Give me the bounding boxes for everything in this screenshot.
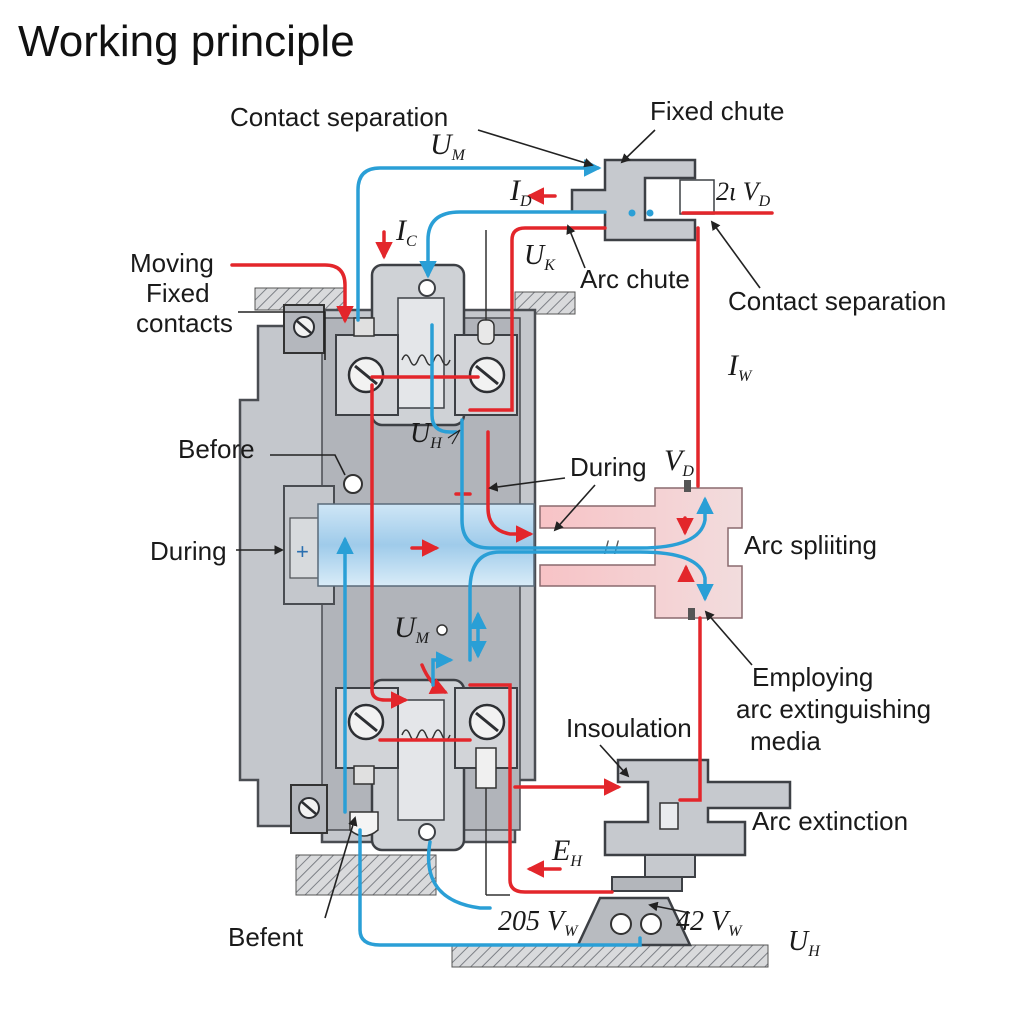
- label-arc-splitting: Arc spliiting: [744, 530, 877, 560]
- upper-pivot: [418, 279, 436, 297]
- upper-terminal-nut: [353, 317, 375, 337]
- lower-spring: [401, 729, 451, 741]
- befent-cup: [349, 811, 379, 837]
- label-contacts: contacts: [136, 308, 233, 338]
- ground-hatch-bottom: [451, 944, 769, 968]
- label-fixed: Fixed: [146, 278, 210, 308]
- upper-spring: [401, 354, 451, 366]
- label-before: Before: [178, 434, 255, 464]
- screw-icon: [347, 356, 385, 394]
- shaft: [317, 503, 535, 587]
- label-arc-chute: Arc chute: [580, 264, 690, 294]
- arc-extinction-cap: [611, 876, 683, 892]
- leader-lines: [236, 129, 761, 919]
- screw-icon: [298, 797, 320, 819]
- page-title: Working principle: [18, 17, 355, 66]
- symbol-uh-bottom: UH: [788, 926, 821, 960]
- label-arc-extinguishing: arc extinguishing: [736, 694, 931, 724]
- label-during-left: During: [150, 536, 227, 566]
- upper-contact-slot: [397, 297, 445, 409]
- lower-probe: [475, 747, 497, 789]
- fixed-chute: [570, 158, 697, 242]
- red-path-moving-in: [230, 263, 354, 324]
- label-contact-separation-right: Contact separation: [728, 286, 946, 316]
- ground-hatch-bottom-left: [295, 854, 437, 896]
- before-indicator: [343, 474, 363, 494]
- screw-icon: [468, 356, 506, 394]
- blue-path-lower-arc: [426, 840, 492, 910]
- red-path-lower-right: [468, 683, 614, 894]
- arc-marker-top: [684, 480, 691, 492]
- symbol-um-mid: UM: [394, 611, 431, 647]
- lower-terminal-nut: [353, 765, 375, 785]
- label-befent: Befent: [228, 922, 304, 952]
- label-media: media: [750, 726, 821, 756]
- current-paths: [230, 187, 774, 894]
- shaft-mount-inner: [289, 517, 321, 579]
- label-insulation: Insoulation: [566, 713, 692, 743]
- red-path-upper-right: [468, 226, 607, 412]
- red-path-during: [486, 430, 534, 543]
- label-fixed-chute: Fixed chute: [650, 96, 784, 126]
- symbol-uh-mid: UH: [410, 418, 443, 452]
- red-path-left-down: [370, 383, 409, 709]
- chute-dot-left: [628, 209, 636, 217]
- screw-icon: [347, 703, 385, 741]
- symbol-205vw: 205 VW: [498, 906, 579, 940]
- blue-path-upper-center: [430, 323, 458, 434]
- blue-path-bottom: [358, 828, 642, 947]
- um-mid-indicator: [436, 624, 448, 636]
- arc-extinction-slot: [659, 802, 679, 830]
- base-mount: [576, 896, 692, 947]
- arc-extinction-stem: [644, 854, 696, 878]
- arc-extinction-block: [603, 758, 792, 857]
- symbol-two-vd: 2ι VD: [716, 177, 771, 210]
- base-hole-right: [640, 913, 662, 935]
- upper-probe: [477, 319, 495, 345]
- symbol-uk: UK: [524, 240, 556, 274]
- fixed-chute-contact: [679, 179, 715, 215]
- screw-icon: [293, 316, 315, 338]
- blue-path-main: [460, 418, 714, 550]
- blue-path-chute-loop: [419, 210, 607, 279]
- symbol-id: ID: [509, 174, 532, 210]
- lower-contact-slot: [397, 699, 445, 821]
- screw-icon: [468, 703, 506, 741]
- blue-path-um-mid: [431, 651, 454, 687]
- label-contact-separation-top: Contact separation: [230, 102, 448, 132]
- blue-path-um-top: [356, 159, 602, 322]
- label-arc-extinction: Arc extinction: [752, 806, 908, 836]
- symbol-iw: IW: [727, 349, 753, 385]
- ground-hatch-top-right: [514, 291, 576, 315]
- red-path-right-vertical-lower: [678, 616, 702, 802]
- symbol-42vw: 42 VW: [676, 906, 743, 940]
- symbol-ic: IC: [395, 214, 417, 250]
- symbol-eh: EH: [551, 834, 583, 870]
- flow-paths: [336, 159, 714, 947]
- label-employing: Employing: [752, 662, 873, 692]
- blue-path-main-lower: [468, 550, 714, 662]
- label-during-center: During: [570, 452, 647, 482]
- base-hole-left: [610, 913, 632, 935]
- arc-marker-bottom: [688, 608, 695, 620]
- plus-icon: +: [296, 539, 309, 564]
- symbol-vd: VD: [664, 444, 694, 480]
- chute-dot-right: [646, 209, 654, 217]
- lower-pivot: [418, 823, 436, 841]
- label-moving: Moving: [130, 248, 214, 278]
- symbol-um-top: UM: [430, 128, 467, 164]
